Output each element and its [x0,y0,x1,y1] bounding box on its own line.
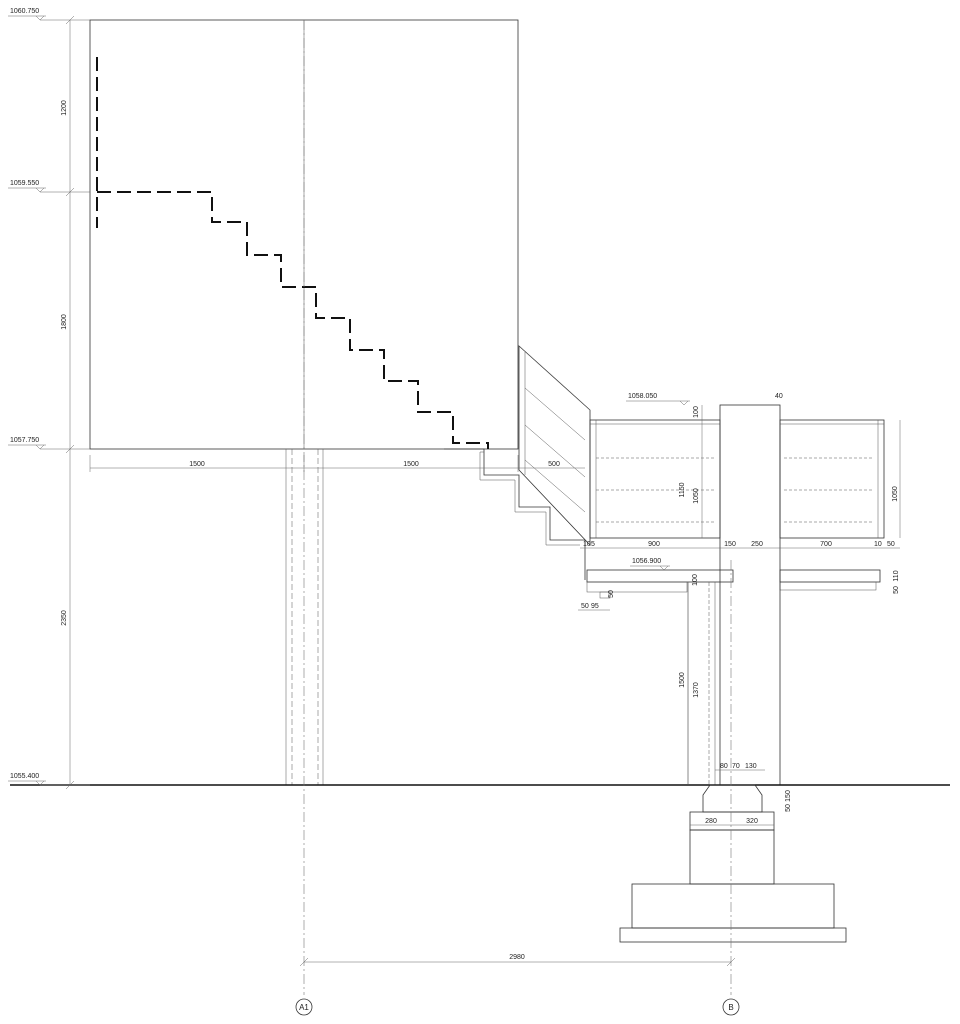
svg-text:10: 10 [583,541,591,548]
svg-text:1060.750: 1060.750 [10,8,39,15]
elevation-marker-6: 1056.900 [630,558,670,571]
elevation-marker-2: 1059.550 [8,180,46,193]
foundation [619,784,847,943]
dim-1500-column: 1500 [679,672,686,688]
dim-1050-right: 1050 [892,486,899,502]
svg-text:A1: A1 [299,1003,309,1012]
elevation-marker-4: 1055.400 [8,773,46,786]
svg-text:50: 50 [608,590,615,598]
balcony-railing-right [779,419,885,539]
dim-900: 900 [648,541,660,548]
dim-150: 150 [724,541,736,548]
svg-text:150: 150 [785,790,792,802]
svg-text:B: B [728,1003,733,1012]
svg-text:80: 80 [720,763,728,770]
svg-text:95: 95 [591,603,599,610]
svg-text:10: 10 [874,541,882,548]
svg-text:50: 50 [887,541,895,548]
svg-text:110: 110 [893,570,900,581]
dim-2980: 2980 [509,954,525,961]
dim-700: 700 [820,541,832,548]
dim-1500-right: 1500 [403,461,419,468]
svg-text:1059.550: 1059.550 [10,180,39,187]
dim-1370: 1370 [693,682,700,698]
elevation-marker-5: 1058.050 [626,393,690,406]
elevation-marker-3: 1057.750 [8,437,46,450]
stair-section [444,448,586,580]
svg-text:1057.750: 1057.750 [10,437,39,444]
dim-1050-left: 1050 [693,488,700,504]
dim-2350: 2350 [61,610,68,626]
svg-text:1055.400: 1055.400 [10,773,39,780]
dim-320: 320 [746,818,758,825]
wall-column [719,404,781,786]
dim-1150: 1150 [679,482,686,497]
svg-text:100: 100 [692,574,699,586]
svg-text:50: 50 [581,603,589,610]
svg-text:50: 50 [785,804,792,812]
stair-railing [518,345,591,547]
dim-500: 500 [548,461,560,468]
svg-text:130: 130 [745,763,757,770]
dim-250: 250 [751,541,763,548]
svg-text:100: 100 [693,406,700,418]
dim-1800: 1800 [61,314,68,330]
svg-text:50: 50 [893,586,900,594]
dim-1200: 1200 [61,100,68,116]
svg-text:70: 70 [732,763,740,770]
svg-text:1058.050: 1058.050 [628,393,657,400]
svg-text:5: 5 [591,541,595,548]
floor-slab [586,569,734,583]
svg-text:1056.900: 1056.900 [632,558,661,565]
dim-280: 280 [705,818,717,825]
svg-text:40: 40 [775,393,783,400]
elevation-marker-1: 1060.750 [8,8,46,21]
balcony-railing-left [589,419,721,539]
axis-marker-b: B [722,998,740,1016]
axis-marker-a1: A1 [295,998,313,1016]
dim-1500-left: 1500 [189,461,205,468]
